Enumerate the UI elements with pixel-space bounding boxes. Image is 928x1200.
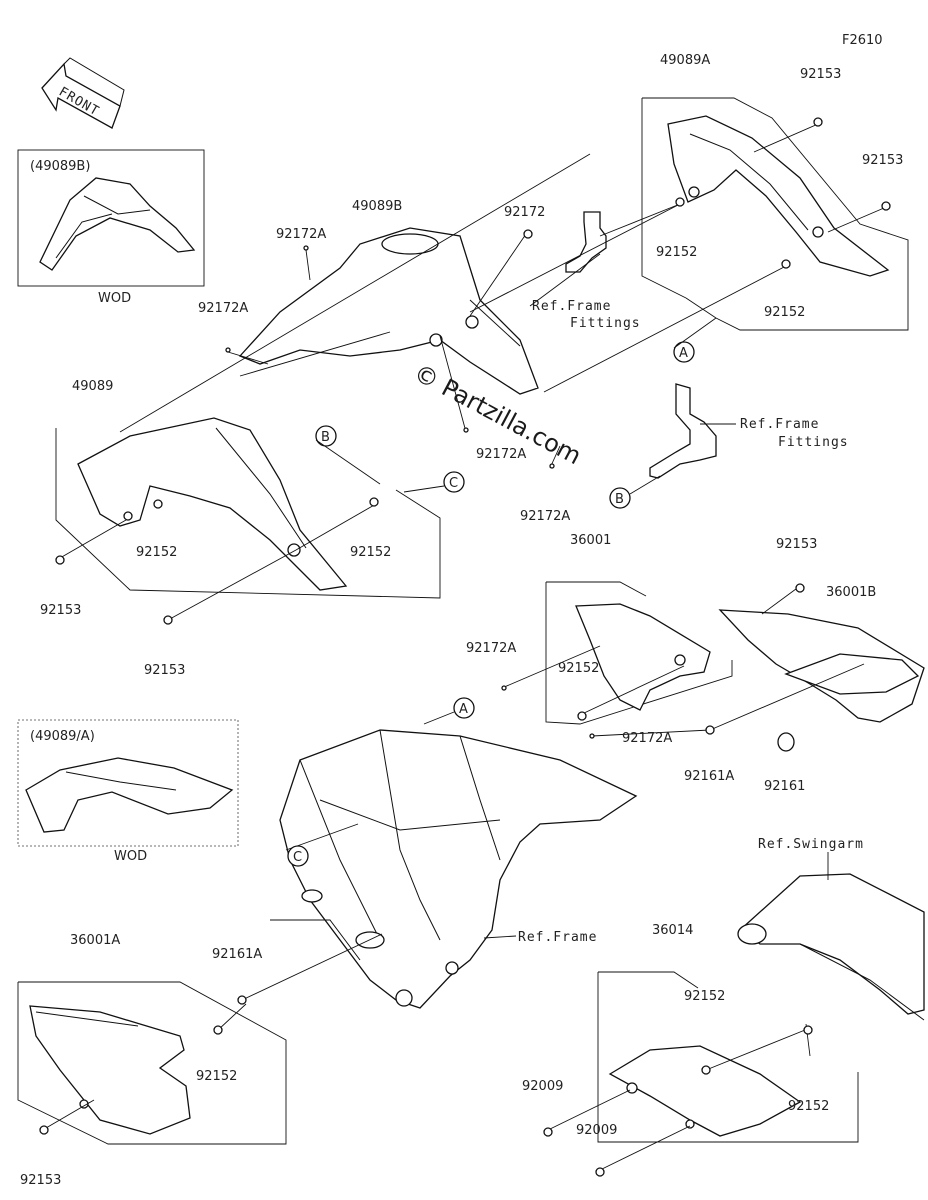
inset-49089-a-caption: WOD bbox=[114, 849, 147, 864]
frame-fitting-2 bbox=[649, 383, 717, 479]
ref-swingarm: Ref.Swingarm bbox=[758, 837, 864, 852]
fasteners bbox=[39, 117, 891, 1177]
frame-assembly bbox=[270, 729, 638, 1009]
part-labels: 49089A 92153 92153 92152 92152 92172 490… bbox=[20, 53, 903, 1188]
part-36001a bbox=[29, 1005, 191, 1135]
callout-a-frame: A bbox=[453, 697, 475, 719]
front-arrow-icon: FRONT bbox=[41, 57, 125, 129]
label-49089b: 49089B bbox=[352, 199, 402, 214]
label-92009-a: 92009 bbox=[522, 1079, 563, 1094]
label-92172a-a: 92172A bbox=[276, 227, 326, 242]
callout-b-fitting: B bbox=[609, 487, 631, 509]
frame-fitting-1 bbox=[565, 211, 607, 273]
callout-b-top: B bbox=[315, 425, 337, 447]
ref-frame-fittings-2-line1: Ref.Frame bbox=[740, 417, 819, 432]
ref-frame-fittings-2-line2: Fittings bbox=[778, 435, 849, 450]
label-92152-e: 92152 bbox=[558, 661, 599, 676]
label-92152-d: 92152 bbox=[350, 545, 391, 560]
label-92172a-d: 92172A bbox=[520, 509, 570, 524]
callout-a-top: A bbox=[673, 341, 695, 363]
part-36001 bbox=[575, 603, 711, 711]
inset-49089b-title: (49089B) bbox=[30, 159, 90, 174]
ref-frame: Ref.Frame bbox=[518, 930, 597, 945]
inset-49089-a: (49089/A) WOD bbox=[17, 719, 239, 864]
svg-text:A: A bbox=[679, 346, 688, 361]
label-92161a-b: 92161A bbox=[212, 947, 262, 962]
callout-c-top: C bbox=[443, 471, 465, 493]
ref-frame-fittings-1-line1: Ref.Frame bbox=[532, 299, 611, 314]
part-49089a bbox=[667, 115, 890, 277]
svg-text:A: A bbox=[459, 702, 468, 717]
label-92152-g: 92152 bbox=[684, 989, 725, 1004]
label-36001a: 36001A bbox=[70, 933, 120, 948]
label-92009-b: 92009 bbox=[576, 1123, 617, 1138]
label-92161: 92161 bbox=[764, 779, 805, 794]
label-92152-b: 92152 bbox=[764, 305, 805, 320]
label-49089a: 49089A bbox=[660, 53, 710, 68]
svg-text:C: C bbox=[449, 476, 458, 491]
swingarm bbox=[737, 873, 925, 1021]
part-49089b bbox=[238, 227, 539, 395]
ref-frame-fittings-1-line2: Fittings bbox=[570, 316, 641, 331]
part-36014 bbox=[608, 1045, 802, 1137]
label-92152-c: 92152 bbox=[136, 545, 177, 560]
label-92153-d: 92153 bbox=[144, 663, 185, 678]
label-92152-h: 92152 bbox=[788, 1099, 829, 1114]
leader-lines bbox=[45, 123, 885, 1171]
label-92152-f: 92152 bbox=[196, 1069, 237, 1084]
part-36001b bbox=[718, 609, 925, 723]
inset-49089-a-title: (49089/A) bbox=[30, 729, 95, 744]
label-36001: 36001 bbox=[570, 533, 611, 548]
inset-49089b-caption: WOD bbox=[98, 291, 131, 306]
part-49089 bbox=[77, 417, 348, 591]
svg-text:B: B bbox=[615, 492, 624, 507]
label-92153-f: 92153 bbox=[20, 1173, 61, 1188]
label-49089: 49089 bbox=[72, 379, 113, 394]
label-92172a-b: 92172A bbox=[198, 301, 248, 316]
label-92161a-a: 92161A bbox=[684, 769, 734, 784]
label-92153-c: 92153 bbox=[40, 603, 81, 618]
inset-49089b: (49089B) WOD bbox=[17, 149, 205, 306]
label-92172a-c: 92172A bbox=[476, 447, 526, 462]
svg-text:B: B bbox=[321, 430, 330, 445]
callout-c-frame: C bbox=[287, 845, 309, 867]
figure-code: F2610 bbox=[842, 33, 883, 48]
label-92153-b: 92153 bbox=[862, 153, 903, 168]
label-92153-a: 92153 bbox=[800, 67, 841, 82]
label-92172a-e: 92172A bbox=[466, 641, 516, 656]
label-36014: 36014 bbox=[652, 923, 693, 938]
label-92152-a: 92152 bbox=[656, 245, 697, 260]
part-92161-grommet bbox=[777, 732, 795, 752]
label-92153-e: 92153 bbox=[776, 537, 817, 552]
label-92172a-f: 92172A bbox=[622, 731, 672, 746]
label-36001b: 36001B bbox=[826, 585, 876, 600]
svg-text:C: C bbox=[293, 850, 302, 865]
label-92172-top: 92172 bbox=[504, 205, 545, 220]
